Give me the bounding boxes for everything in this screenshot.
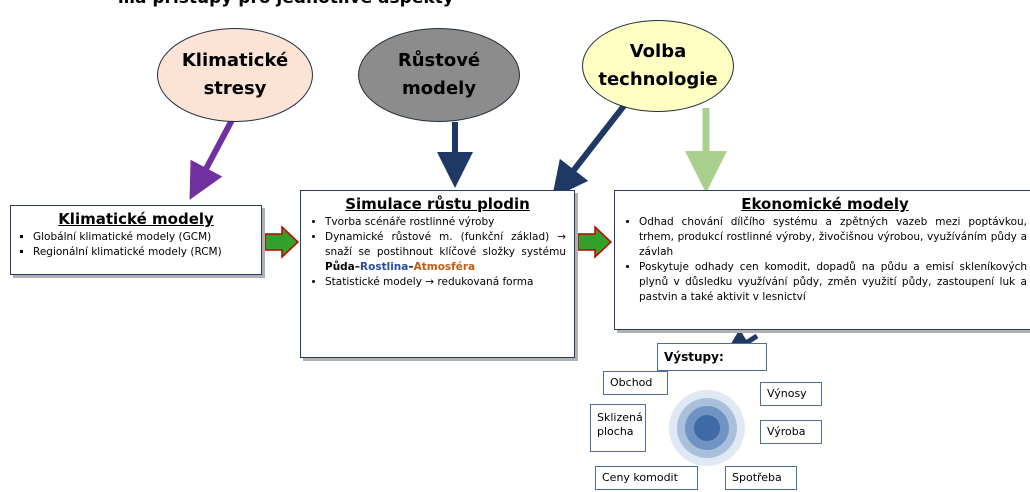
climate-models-item: Globální klimatické modely (GCM) [33,230,255,245]
bubble-technology-choice: Volba technologie [582,20,734,112]
bubble-climatic-stress: Klimatické stresy [157,28,313,122]
header-text: …a přístupy pro jednotlivé aspekty [118,0,454,8]
output-commodity-prices: Ceny komodit [595,466,698,490]
output-production: Výroba [760,420,822,444]
crop-simulation-item: Tvorba scénáře rostlinné výroby [325,215,566,230]
arrow-climatic-stress [189,118,235,200]
block-arrow-2 [577,225,613,259]
outputs-label: Výstupy: [657,343,767,371]
output-trade: Obchod [603,371,668,395]
output-harvested-area: Sklizená plocha [590,404,646,452]
bubble-growth-models-line2: modely [401,78,477,99]
climate-models-box: Klimatické modely Globální klimatické mo… [10,205,262,275]
system-plant: Rostlina [360,261,409,273]
crop-simulation-item: Statistické modely → redukovaná forma [325,275,566,290]
climate-models-item: Regionální klimatické modely (RCM) [33,245,255,260]
climate-models-title: Klimatické modely [58,210,214,228]
economic-models-box: Ekonomické modely Odhad chování dílčího … [614,190,1030,330]
bubble-growth-models-line1: Růstové [397,50,481,71]
bubble-climatic-stress-line2: stresy [203,78,267,99]
bubble-growth-models: Růstové modely [358,28,520,122]
output-yields: Výnosy [760,382,822,406]
economic-models-item: Poskytuje odhady cen komodit, dopadů na … [639,260,1027,305]
arrow-technology [551,96,633,199]
crop-simulation-item: Dynamické růstové m. (funkční základ) → … [325,230,566,275]
crop-simulation-title: Simulace růstu plodin [345,195,530,213]
outputs-emblem [661,382,753,474]
economic-models-item: Odhad chování dílčího systému a zpětných… [639,215,1027,260]
system-atmosphere: Atmosféra [413,261,476,273]
bubble-technology-line1: Volba [629,41,687,62]
output-consumption: Spotřeba [725,466,797,490]
bubble-climatic-stress-line1: Klimatické [181,50,289,71]
crop-simulation-item-text: Dynamické růstové m. (funkční základ) → … [325,231,566,258]
bubble-technology-line2: technologie [598,69,718,90]
economic-models-title: Ekonomické modely [741,195,909,213]
system-soil: Půda [325,261,355,273]
crop-simulation-box: Simulace růstu plodin Tvorba scénáře ros… [300,190,575,358]
block-arrow-1 [264,225,300,259]
